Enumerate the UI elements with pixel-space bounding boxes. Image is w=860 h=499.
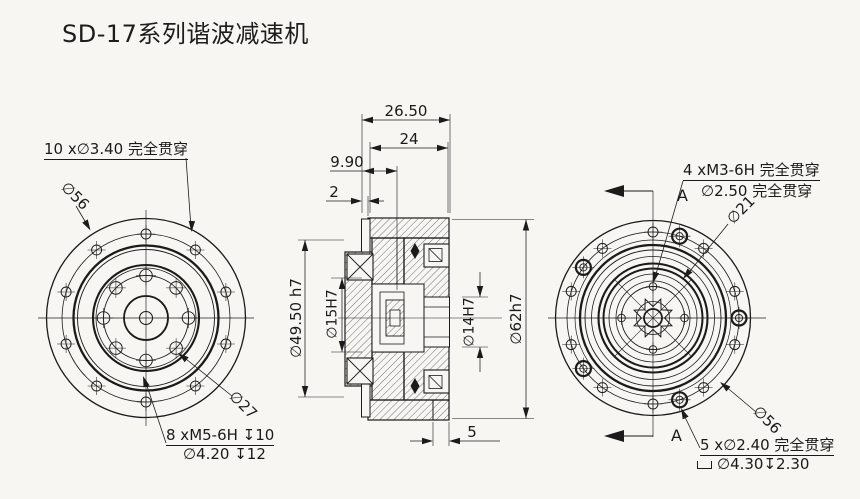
dim-offset-2: 2 — [329, 183, 339, 201]
callout-tapped-holes-line1: 4 xM3-6H 完全贯穿 — [683, 161, 820, 181]
callout-inner-holes-line1: 8 xM5-6H ↧10 — [166, 426, 275, 446]
callout-outer-holes: 10 x∅3.40 完全贯穿 — [44, 140, 188, 160]
callout-cbore-holes-line2: ∅4.30 ↧2.30 — [697, 456, 809, 473]
left-view-leaders — [75, 157, 233, 444]
drawing-title: SD-17系列谐波减速机 — [62, 20, 309, 48]
right-view-counterbore-holes — [572, 225, 750, 411]
cbore-depth: ↧2.30 — [763, 455, 810, 473]
dim-width-total: 26.50 — [384, 102, 428, 120]
left-view-inner-holes — [93, 265, 199, 371]
callout-cbore-holes-line1: 5 x∅2.40 完全贯穿 — [700, 436, 835, 456]
section-bearings — [346, 243, 450, 394]
right-view-wave-generator — [632, 297, 674, 339]
section-cut-markers — [604, 185, 653, 442]
section-label-a-bottom: A — [671, 426, 682, 445]
section-view — [298, 114, 534, 446]
dim-offset-1: 9.90 — [330, 153, 364, 171]
left-view — [38, 157, 254, 444]
right-view-circles — [554, 219, 752, 417]
dim-dia-14: ∅14H7 — [461, 297, 478, 347]
section-arrow-top — [604, 185, 624, 197]
right-view — [548, 180, 766, 449]
dim-output-boss: 5 — [467, 423, 477, 441]
left-view-outer-holes — [57, 225, 235, 411]
right-view-leaders — [649, 180, 757, 449]
cbore-diameter: ∅4.30 — [717, 455, 764, 473]
counterbore-icon — [697, 461, 712, 470]
dim-dia-15: ∅15H7 — [324, 289, 341, 339]
section-arrow-bottom — [604, 430, 624, 442]
right-view-outer-holes — [562, 223, 744, 413]
callout-inner-holes-line2: ∅4.20 ↧12 — [183, 445, 266, 463]
section-label-a-top: A — [677, 186, 688, 205]
dim-width-flange: 24 — [399, 130, 419, 148]
section-dimensions — [298, 114, 534, 446]
dim-dia-62: ∅62h7 — [506, 293, 525, 345]
dim-dia-49-50: ∅49.50 h7 — [286, 278, 305, 358]
callout-tapped-holes-line2: ∅2.50 完全贯穿 — [701, 182, 813, 200]
